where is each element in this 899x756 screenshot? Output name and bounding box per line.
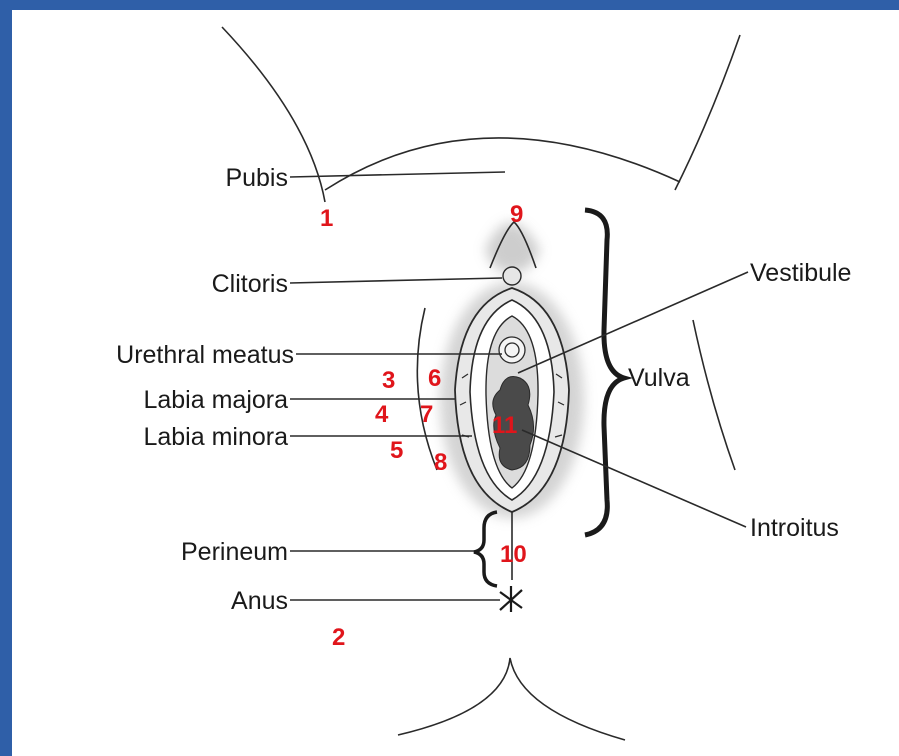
perineum-brace — [474, 512, 497, 586]
number-markers: 1 2 3 4 5 6 7 8 9 10 11 — [320, 201, 527, 651]
urethral-meatus-shape — [499, 337, 525, 363]
number-3: 3 — [382, 367, 395, 394]
number-5: 5 — [390, 437, 403, 464]
vulva-brace — [585, 210, 624, 535]
pubis-leader — [290, 172, 505, 177]
number-4: 4 — [375, 401, 389, 428]
label-anus: Anus — [231, 587, 288, 615]
clitoris-shape — [503, 267, 521, 285]
right-thigh-upper-line — [675, 35, 740, 190]
label-vestibule: Vestibule — [750, 259, 851, 287]
label-introitus: Introitus — [750, 514, 839, 542]
number-9: 9 — [510, 201, 523, 228]
number-2: 2 — [332, 624, 345, 651]
label-clitoris: Clitoris — [212, 270, 288, 298]
clitoris-leader — [290, 278, 502, 283]
label-urethral-meatus: Urethral meatus — [116, 341, 294, 369]
label-pubis: Pubis — [225, 164, 288, 192]
label-vulva: Vulva — [628, 364, 690, 392]
right-thigh-inner-curve — [693, 320, 735, 470]
buttocks-curve — [398, 658, 625, 740]
number-7: 7 — [420, 401, 433, 428]
number-11: 11 — [492, 412, 517, 439]
label-labia-majora: Labia majora — [143, 386, 288, 414]
anus-mark — [500, 586, 522, 612]
number-8: 8 — [434, 449, 447, 476]
label-labia-minora: Labia minora — [143, 423, 288, 451]
number-10: 10 — [500, 541, 527, 568]
label-perineum: Perineum — [181, 538, 288, 566]
pubic-mound-curve — [325, 138, 680, 190]
clitoral-hood-shading — [485, 223, 540, 273]
number-1: 1 — [320, 205, 333, 232]
number-6: 6 — [428, 365, 441, 392]
